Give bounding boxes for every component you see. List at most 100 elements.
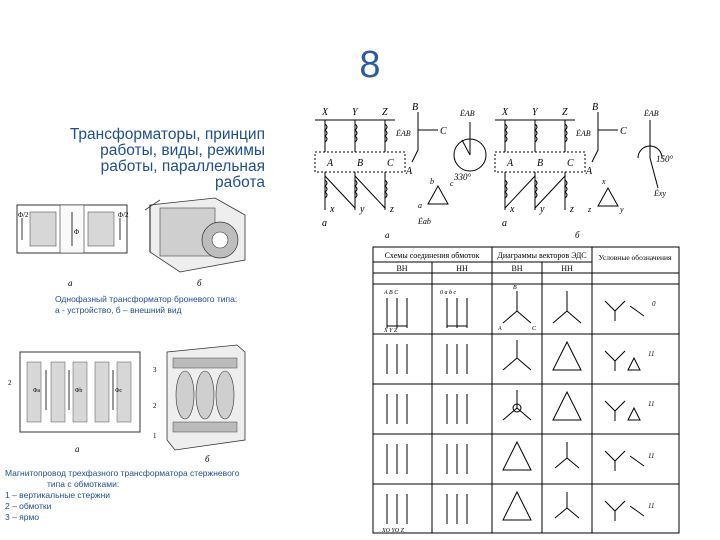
callout-1: 1 — [153, 432, 157, 440]
emf-xy: Ėxy — [653, 189, 666, 198]
figure2-caption-line2: типа с обмотками: — [47, 479, 120, 489]
terminal-z-b: z — [569, 204, 574, 215]
terminal-Y-b: Y — [532, 107, 539, 118]
subheader-hv-1: ВН — [396, 264, 407, 273]
angle-330: 330° — [453, 172, 472, 182]
figure2-caption-line4: 2 – обмотки — [5, 501, 52, 511]
emf-AB-left: ĖAB — [395, 129, 411, 138]
tri-x: x — [601, 177, 606, 186]
connection-vector-diagrams: X Y Z A B C x y z a B A C ĖAB ĖAB 330° b… — [314, 102, 674, 240]
terminal-C-b: C — [567, 158, 574, 169]
terminal-x: x — [329, 204, 335, 215]
slide-title: Трансформаторы, принцип работы, виды, ре… — [69, 126, 265, 191]
subheader-hv-2: ВН — [511, 264, 522, 273]
row1-A: A — [497, 326, 502, 332]
vector-A: A — [405, 166, 413, 177]
figure2-caption-line5: 3 – ярмо — [5, 512, 40, 522]
table-row: 11 — [386, 340, 654, 374]
terminal-C: C — [387, 158, 394, 169]
terminal-y: y — [359, 204, 365, 215]
row1-group: 0 — [652, 300, 656, 308]
row5-hv-bottom: XO YO Z — [381, 528, 405, 534]
figure1-caption: Однофазный трансформатор броневого типа:… — [55, 294, 295, 316]
terminal-B: B — [357, 158, 363, 169]
table-row: XO YO Z 11 — [381, 490, 654, 534]
figure2-caption-line1: Магнитопровод трехфазного трансформатора… — [5, 468, 240, 478]
figure1-caption-line2: а - устройство, б – внешний вид — [55, 305, 182, 315]
subheader-lv-2: НН — [561, 264, 573, 273]
terminal-a-bottom-b: a — [502, 218, 507, 229]
shell-transformer-exterior — [144, 197, 246, 273]
row1-B: B — [513, 285, 517, 291]
emf-ab: Ėab — [417, 217, 431, 226]
row1-hv-top: A B C — [383, 290, 399, 296]
terminal-Z-b: Z — [562, 107, 568, 118]
vector-B-b: B — [592, 102, 598, 113]
flux-b-label: Φb — [75, 388, 82, 394]
header-symbols: Условные обозначения — [599, 253, 672, 262]
emf-AB-phasor-left: ĖAB — [459, 109, 475, 118]
tri-c: c — [450, 179, 454, 188]
vector-C: C — [440, 126, 447, 137]
table-row: A B C 0 a b c X Y Z A C B 0 — [383, 285, 656, 334]
figure2-caption-line3: 1 – вертикальные стержни — [5, 490, 111, 500]
row2-group: 11 — [648, 350, 654, 358]
terminal-y-b: y — [539, 204, 545, 215]
table-row: 11 — [386, 440, 654, 474]
vector-A-b: A — [585, 166, 593, 177]
terminal-X-b: X — [501, 107, 509, 118]
shell-transformer-section: Φ/2 Φ/2 Φ — [16, 204, 129, 254]
flux-center-label: Φ — [74, 228, 79, 236]
row4-group: 11 — [648, 452, 654, 460]
figure1-label-b: б — [197, 278, 202, 288]
figure2-label-b: б — [205, 454, 210, 464]
figure1-caption-line1: Однофазный трансформатор броневого типа: — [55, 294, 238, 304]
terminal-A-b: A — [506, 158, 514, 169]
subheader-lv-1: НН — [456, 264, 468, 273]
row1-hv-bottom: X Y Z — [383, 328, 398, 334]
terminal-A: A — [326, 158, 334, 169]
tri-a: a — [418, 201, 422, 210]
flux-a-label: Φa — [33, 388, 40, 394]
terminal-x-b: x — [509, 204, 515, 215]
shell-transformer-figure: Φ/2 Φ/2 Φ а б — [16, 197, 246, 288]
diagram-label-a: а — [385, 230, 390, 240]
terminal-X: X — [321, 107, 329, 118]
row3-group: 11 — [648, 400, 654, 408]
emf-AB-right: ĖAB — [575, 129, 591, 138]
emf-AB-phasor-right: ĖAB — [643, 109, 659, 118]
terminal-B-b: B — [537, 158, 543, 169]
row5-group: 11 — [648, 502, 654, 510]
flux-half-right-label: Φ/2 — [118, 211, 129, 219]
tri-b: b — [430, 177, 434, 186]
slide-number: 8 — [359, 44, 381, 86]
core-transformer-figure: Φa Φb Φc 2 3 2 1 а б — [8, 344, 246, 464]
callout-2-left: 2 — [8, 379, 12, 387]
row1-C: C — [532, 326, 537, 332]
header-vector-diagrams: Диаграммы векторов ЭДС — [497, 251, 586, 260]
figure2-caption: Магнитопровод трехфазного трансформатора… — [5, 468, 275, 523]
figure2-label-a: а — [75, 444, 80, 454]
callout-2: 2 — [153, 402, 157, 410]
row1-lv-top: 0 a b c — [440, 290, 457, 296]
terminal-Z: Z — [382, 107, 388, 118]
diagram-label-b: б — [575, 230, 580, 240]
callout-3: 3 — [153, 366, 157, 374]
connection-groups-table: Схемы соединения обмоток Диаграммы векто… — [372, 246, 680, 534]
core-transformer-exterior: 3 2 1 — [153, 344, 246, 451]
connection-diagram-a: X Y Z A B C x y z a B A C ĖAB ĖAB 330° b… — [314, 102, 487, 240]
connection-diagram-b: X Y Z A B C x y z a B A C ĖAB ĖAB 150° Ė… — [494, 102, 674, 240]
flux-c-label: Φc — [115, 388, 122, 394]
figure1-label-a: а — [68, 278, 73, 288]
angle-150: 150° — [656, 154, 674, 164]
core-transformer-section: Φa Φb Φc 2 — [8, 351, 141, 433]
tri-z: z — [587, 205, 592, 214]
terminal-a-bottom: a — [322, 218, 327, 229]
vector-B: B — [412, 102, 418, 113]
terminal-Y: Y — [352, 107, 359, 118]
terminal-z: z — [389, 204, 394, 215]
table-row: 11 — [386, 390, 654, 424]
header-connection-schemes: Схемы соединения обмоток — [385, 251, 480, 260]
flux-half-left-label: Φ/2 — [18, 211, 29, 219]
vector-C-b: C — [620, 126, 627, 137]
